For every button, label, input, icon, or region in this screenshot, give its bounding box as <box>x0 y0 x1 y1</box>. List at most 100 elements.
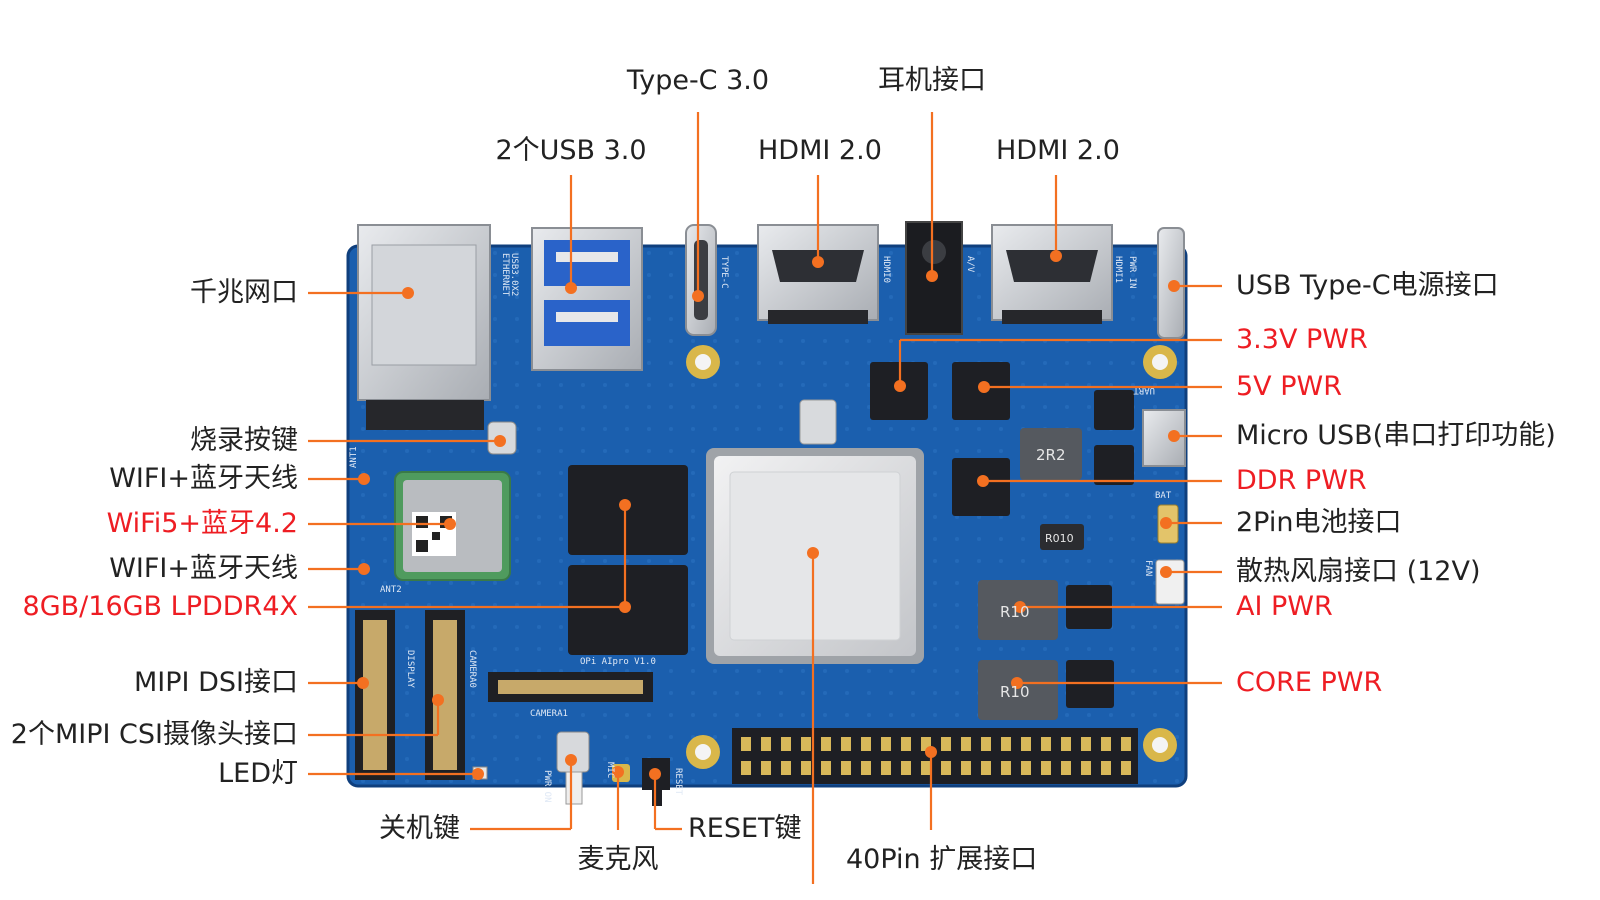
fan-connector <box>1155 559 1185 605</box>
header-pin <box>1101 737 1111 751</box>
header-pin <box>781 737 791 751</box>
mark-r10a: R10 <box>1000 603 1030 621</box>
header-pin <box>921 737 931 751</box>
label-usb-typec-power: USB Type-C电源接口 <box>1236 270 1499 301</box>
header-pin <box>1081 737 1091 751</box>
header-pin <box>1081 761 1091 775</box>
usb3-ports <box>531 227 643 371</box>
header-pin <box>821 761 831 775</box>
type-c-port <box>685 224 717 336</box>
header-pin <box>841 737 851 751</box>
label-core-pwr: CORE PWR <box>1236 667 1383 698</box>
header-pin <box>941 737 951 751</box>
label-wifi-ant-2: WIFI+蓝牙天线 <box>109 553 298 584</box>
header-pin <box>1041 737 1051 751</box>
header-pin <box>981 761 991 775</box>
silk-ant2: ANT2 <box>380 585 402 595</box>
header-pin <box>801 761 811 775</box>
header-pin <box>861 761 871 775</box>
header-pin <box>881 737 891 751</box>
crystal <box>799 399 837 445</box>
header-pin <box>1121 737 1131 751</box>
label-ai-pwr: AI PWR <box>1236 591 1333 622</box>
header-pin <box>1061 737 1071 751</box>
mipi-connectors <box>355 610 653 780</box>
label-mipi-dsi: MIPI DSI接口 <box>134 667 298 698</box>
pmic-chips <box>870 362 1134 708</box>
label-usb30x2: 2个USB 3.0 <box>495 135 647 166</box>
component-markings: 2R2 R10 R10 R010 <box>1000 446 1074 701</box>
silkscreen: ETHERNET USB3.0X2 TYPE-C HDMI0 A/V HDMI1… <box>349 253 1172 803</box>
label-ddr-pwr: DDR PWR <box>1236 465 1367 496</box>
silk-bat: BAT <box>1155 491 1172 501</box>
silk-camera1: CAMERA1 <box>530 709 568 719</box>
label-earphone: 耳机接口 <box>878 65 986 96</box>
header-pin <box>1101 761 1111 775</box>
label-power-off-key: 关机键 <box>379 813 460 844</box>
40pin-header <box>732 728 1138 784</box>
header-pin <box>941 761 951 775</box>
header-pin <box>741 761 751 775</box>
header-pin <box>981 737 991 751</box>
silk-ethernet: ETHERNET <box>500 253 510 297</box>
header-pin <box>781 761 791 775</box>
label-pwr-3v3: 3.3V PWR <box>1236 324 1368 355</box>
label-hdmi-a: HDMI 2.0 <box>758 135 882 166</box>
label-battery-2pin: 2Pin电池接口 <box>1236 507 1402 538</box>
header-pin <box>1001 737 1011 751</box>
leader-lines <box>308 112 1222 884</box>
silk-hdmi1: HDMI1 <box>1113 256 1123 283</box>
header-pin <box>921 761 931 775</box>
label-micro-usb: Micro USB(串口打印功能) <box>1236 420 1556 451</box>
label-gigabit-eth: 千兆网口 <box>190 277 298 308</box>
label-pwr-5v: 5V PWR <box>1236 371 1342 402</box>
header-pin <box>741 737 751 751</box>
label-fan-12v: 散热风扇接口 (12V) <box>1236 556 1481 587</box>
header-pin <box>801 737 811 751</box>
header-pin <box>861 737 871 751</box>
label-flash-button: 烧录按键 <box>190 425 298 456</box>
label-wifi-ant-1: WIFI+蓝牙天线 <box>109 463 298 494</box>
silk-pwr-on: PWR ON <box>542 770 552 803</box>
header-pin <box>901 761 911 775</box>
label-wifi5-bt: WiFi5+蓝牙4.2 <box>106 508 298 539</box>
silk-mic: MIC <box>605 762 615 778</box>
header-pin <box>841 761 851 775</box>
header-pin <box>881 761 891 775</box>
label-40pin: 40Pin 扩展接口 <box>846 844 1038 875</box>
header-pin <box>761 761 771 775</box>
header-pin <box>1021 761 1031 775</box>
mark-r10b: R10 <box>1000 683 1030 701</box>
label-lpddr4x: 8GB/16GB LPDDR4X <box>22 591 298 622</box>
mounting-holes <box>686 345 1177 769</box>
label-microphone: 麦克风 <box>577 844 659 875</box>
header-pin <box>1061 761 1071 775</box>
label-led: LED灯 <box>218 758 298 789</box>
silk-model: OPi AIpro V1.0 <box>580 657 656 667</box>
hdmi1-port <box>991 224 1113 324</box>
silk-camera0: CAMERA0 <box>467 650 477 688</box>
ethernet-port <box>357 224 491 430</box>
silk-ant1: ANT1 <box>349 446 359 468</box>
header-pin <box>1041 761 1051 775</box>
silk-typec: TYPE-C <box>719 256 729 289</box>
leader-dots <box>357 250 1180 780</box>
header-pin <box>761 737 771 751</box>
silk-hdmi0: HDMI0 <box>881 256 891 283</box>
header-pin <box>1121 761 1131 775</box>
header-pin <box>1001 761 1011 775</box>
header-pin <box>1021 737 1031 751</box>
silk-display: DISPLAY <box>405 650 415 689</box>
silk-usb: USB3.0X2 <box>509 253 519 296</box>
header-pin <box>821 737 831 751</box>
label-typec30: Type-C 3.0 <box>626 65 770 96</box>
mark-r010: R010 <box>1045 532 1074 545</box>
silk-uart: UART <box>1133 385 1155 395</box>
label-reset-key: RESET键 <box>688 813 802 844</box>
label-hdmi-b: HDMI 2.0 <box>996 135 1120 166</box>
silk-fan: FAN <box>1143 560 1153 576</box>
silk-reset: RESET <box>673 768 683 796</box>
label-mipi-csi: 2个MIPI CSI摄像头接口 <box>10 719 298 750</box>
silk-av: A/V <box>965 256 975 273</box>
